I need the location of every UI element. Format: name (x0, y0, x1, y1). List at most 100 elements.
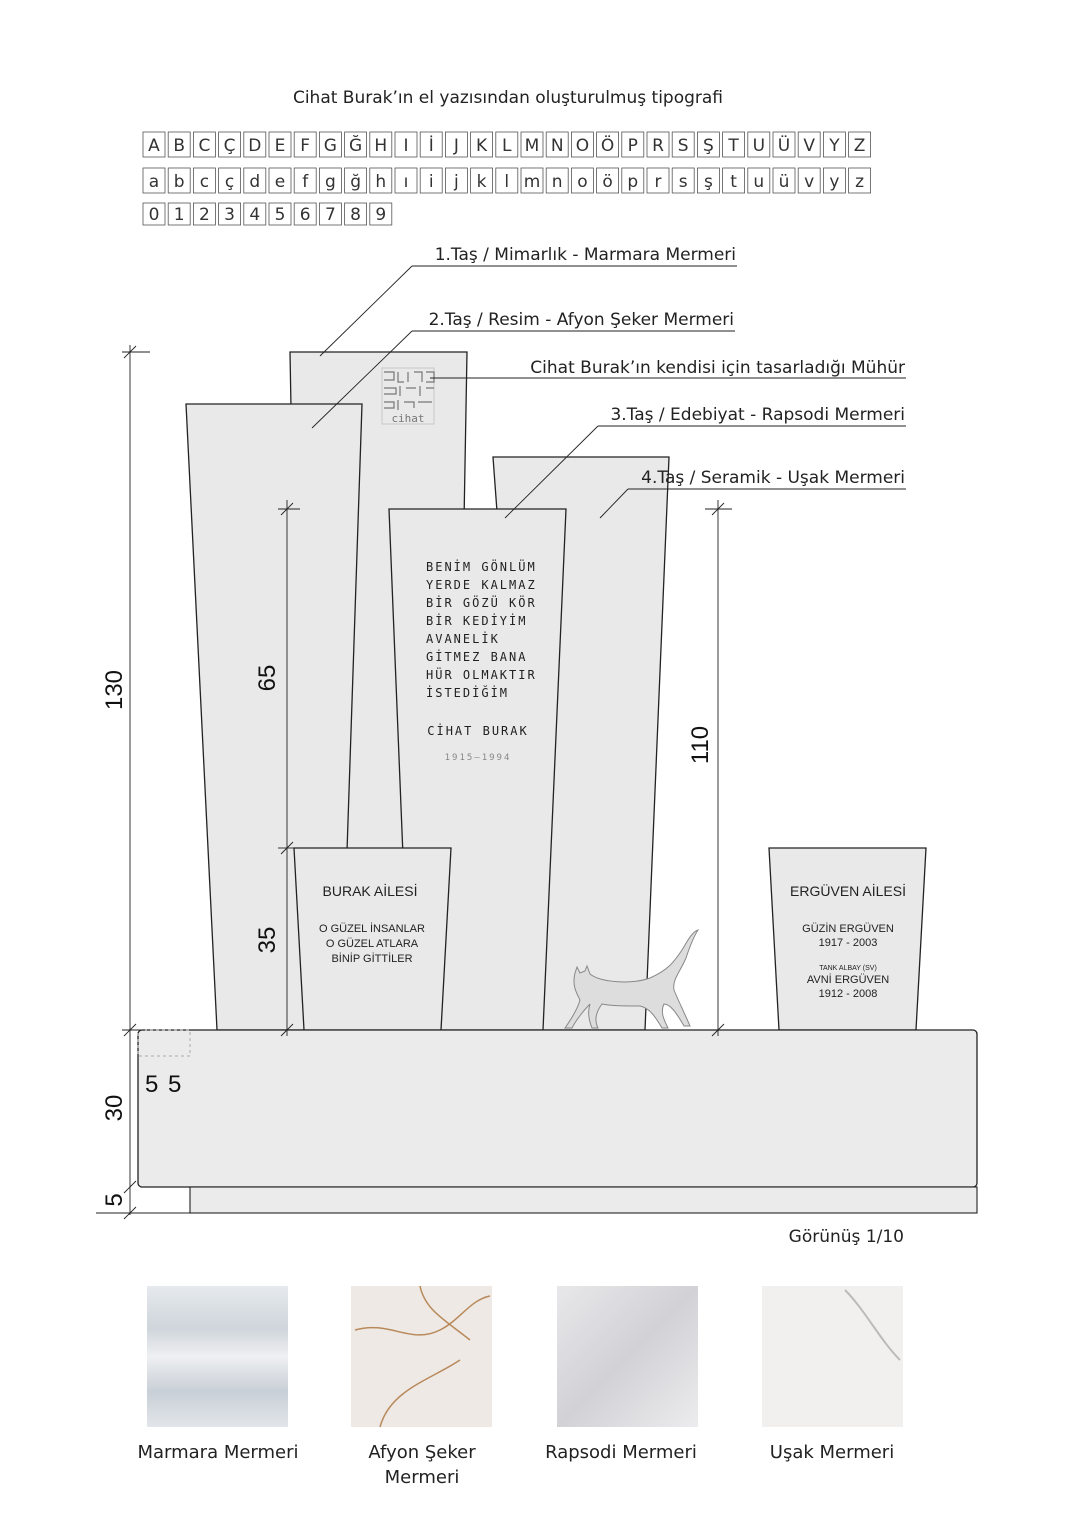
glyph-digits: 0 (149, 205, 160, 225)
glyph-box (318, 202, 342, 226)
glyph-upper: Ğ (349, 134, 362, 156)
glyph-lower: j (453, 172, 459, 192)
glyph-lower: e (275, 172, 285, 192)
glyph-box (318, 131, 342, 158)
glyph-box (470, 131, 494, 158)
glyph-lower: ö (602, 172, 612, 192)
glyph-lower: h (375, 172, 386, 192)
glyph-box (344, 167, 368, 194)
glyph-upper: K (476, 136, 488, 156)
glyph-box (545, 167, 569, 194)
glyph-box (772, 167, 796, 194)
glyph-box (671, 167, 695, 194)
glyph-box (646, 167, 670, 194)
seal-text: cihat (391, 412, 424, 425)
glyph-box (444, 167, 468, 194)
seal-icon (381, 367, 435, 425)
glyph-digits: 5 (275, 205, 286, 225)
dim-offset-b: 5 (168, 1071, 181, 1098)
poem-line: BİR GÖZÜ KÖR (426, 594, 537, 610)
glyph-box (142, 202, 166, 226)
glyph-box (192, 131, 216, 158)
glyph-box (671, 131, 695, 158)
glyph-box (369, 167, 393, 194)
glyph-box (772, 131, 796, 158)
glyph-box (419, 131, 443, 158)
view-scale-label: Görünüş 1/10 (789, 1227, 904, 1247)
glyph-box (167, 131, 191, 158)
glyph-box (697, 131, 720, 158)
glyph-upper: O (576, 136, 589, 156)
glyph-box (596, 131, 619, 158)
glyph-lower: i (429, 172, 434, 192)
glyph-box (293, 167, 317, 194)
glyph-lower: d (249, 172, 260, 192)
glyph-upper: Ü (778, 134, 790, 156)
base-slab (137, 1029, 978, 1188)
dim-plinth-height: 5 (101, 1193, 128, 1206)
glyph-digits: 6 (300, 205, 311, 225)
glyph-box (218, 202, 242, 226)
glyph-digits: 1 (174, 205, 185, 225)
glyph-upper: G (324, 136, 337, 156)
glyph-box (797, 167, 821, 194)
glyph-lower: m (524, 172, 541, 192)
glyph-upper: C (198, 136, 210, 156)
poem-years: 1915–1994 (445, 753, 512, 763)
swatch-marmara (147, 1286, 288, 1427)
glyph-lower: v (804, 172, 814, 192)
label-seal: Cihat Burak’ın kendisi için tasarladığı … (530, 358, 905, 378)
erguven-years-1: 1917 - 2003 (819, 937, 878, 949)
poem-line: HÜR OLMAKTIR (426, 666, 537, 682)
poem-line: BİR KEDİYİM (426, 613, 527, 628)
glyph-box (243, 131, 267, 158)
glyph-digits: 8 (350, 205, 361, 225)
dim-offset-a: 5 (145, 1071, 158, 1098)
glyph-box (243, 202, 267, 226)
glyph-box (621, 131, 645, 158)
glyph-digits: 2 (199, 205, 210, 225)
glyph-box (142, 167, 166, 194)
poem-line: BENİM GÖNLÜM (426, 558, 537, 574)
glyph-lower: g (325, 172, 336, 192)
swatch-rapsodi (557, 1286, 698, 1427)
glyph-box (218, 167, 242, 194)
erguven-name-2: AVNİ ERGÜVEN (807, 973, 889, 986)
glyph-box (243, 167, 267, 194)
glyph-box (394, 167, 418, 194)
glyph-lower: f (302, 172, 309, 192)
glyph-lower: l (504, 172, 509, 192)
glyph-lower: o (577, 172, 587, 192)
glyph-box (344, 202, 368, 226)
material-rapsodi: Rapsodi Mermeri (545, 1442, 697, 1463)
glyph-box (722, 167, 745, 194)
erguven-rank-2: TANK ALBAY (SV) (819, 965, 877, 972)
glyph-lower: k (477, 172, 487, 192)
glyph-lower: ş (704, 172, 713, 192)
cat-silhouette-icon (564, 929, 700, 1029)
glyph-box (293, 131, 317, 158)
glyph-box (823, 167, 846, 194)
glyph-box (797, 131, 821, 158)
glyph-lower: c (200, 172, 209, 192)
glyph-box (142, 131, 166, 158)
glyph-box (848, 131, 871, 158)
offset-detail (137, 1029, 191, 1057)
glyph-lower: ç (225, 172, 234, 192)
glyph-box (596, 167, 619, 194)
glyph-box (167, 202, 191, 226)
dim-base-height: 30 (101, 1095, 128, 1122)
glyph-digits: 4 (249, 205, 260, 225)
glyph-lower: u (753, 172, 764, 192)
glyph-upper: Ö (601, 134, 614, 156)
burak-line: O GÜZEL ATLARA (326, 938, 419, 950)
material-afyon-line1: Afyon Şeker (368, 1442, 476, 1463)
glyph-upper: N (551, 136, 564, 156)
glyph-lower: r (655, 172, 662, 192)
erguven-years-2: 1912 - 2008 (819, 988, 878, 1000)
glyph-upper: R (652, 136, 664, 156)
glyph-upper: L (502, 136, 512, 156)
glyph-lower: z (855, 172, 864, 192)
